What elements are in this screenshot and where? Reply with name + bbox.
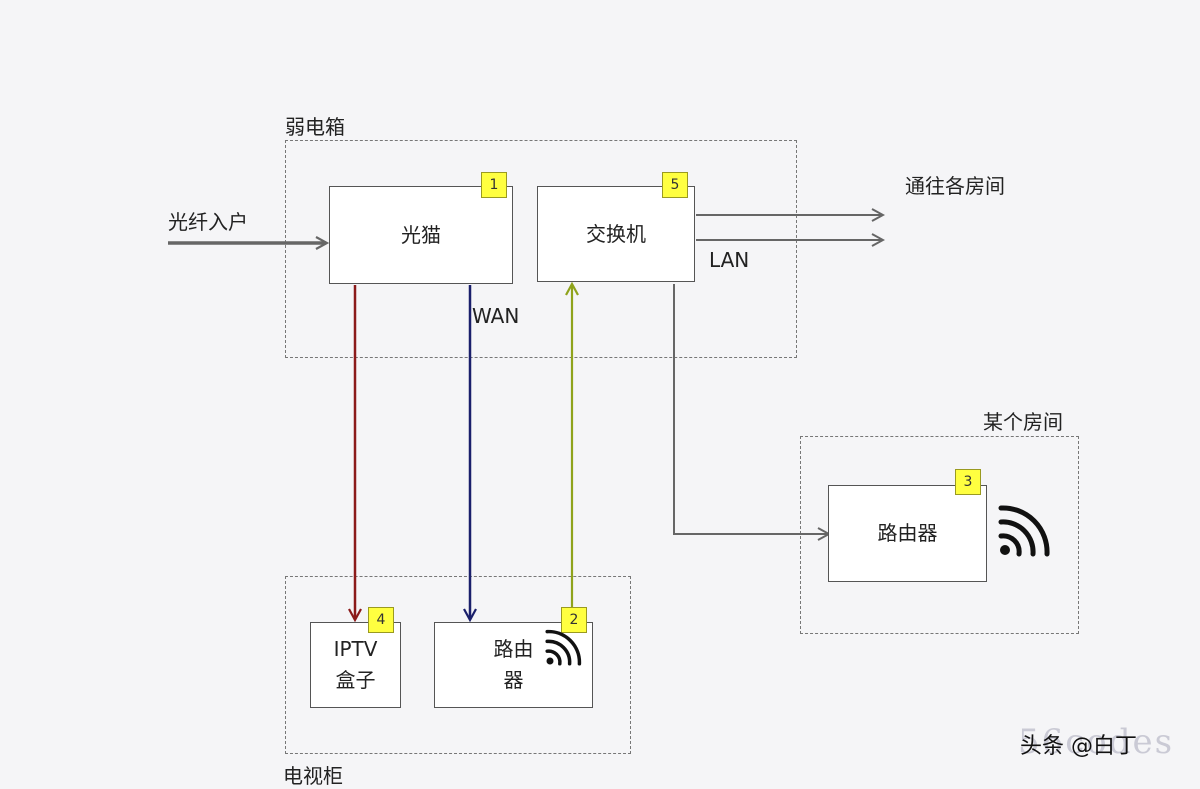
group-label-some-room: 某个房间 <box>983 410 1063 434</box>
node-modem-label: 光猫 <box>401 222 441 247</box>
group-weak-box <box>285 140 797 358</box>
badge-switch: 5 <box>662 172 688 198</box>
node-modem: 光猫 <box>329 186 513 284</box>
node-tv-router-line1: 路由 <box>493 637 534 661</box>
badge-room-router: 3 <box>955 469 981 495</box>
group-label-weak-box: 弱电箱 <box>285 115 345 139</box>
badge-iptv: 4 <box>368 607 394 633</box>
badge-tv-router: 2 <box>561 607 587 633</box>
badge-modem: 1 <box>481 172 507 198</box>
node-iptv-line1: IPTV <box>333 637 378 661</box>
label-wan: WAN <box>472 304 520 328</box>
node-tv-router-line2: 器 <box>503 668 524 692</box>
node-switch-label: 交换机 <box>586 221 646 246</box>
label-fiber-in: 光纤入户 <box>168 210 248 234</box>
watermark-text: 头条 @白丁 <box>1020 734 1137 759</box>
watermark-overlay: 56codes <box>1018 722 1175 762</box>
label-lan: LAN <box>709 248 750 272</box>
node-iptv-line2: 盒子 <box>335 668 376 692</box>
wifi-icon <box>998 505 1050 557</box>
switch-to-room-router-arrow <box>673 284 828 534</box>
node-room-router: 路由器 <box>828 485 987 582</box>
label-to-rooms: 通往各房间 <box>905 174 1005 198</box>
group-tv-cabinet <box>285 576 631 754</box>
node-iptv: IPTV 盒子 <box>310 622 401 708</box>
node-room-router-label: 路由器 <box>877 521 938 545</box>
wifi-icon <box>545 629 582 666</box>
node-switch: 交换机 <box>537 186 695 282</box>
